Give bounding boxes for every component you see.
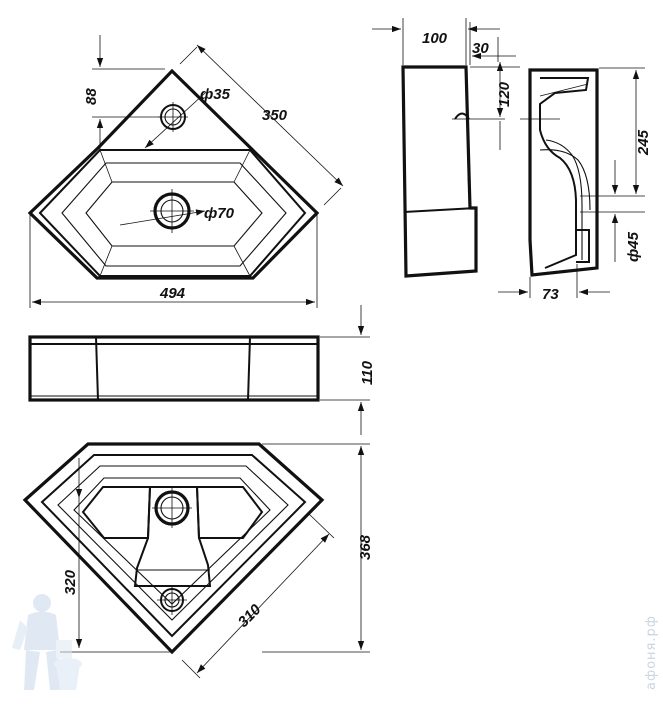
tap-hole xyxy=(158,102,188,132)
dim-100: 100 xyxy=(422,30,448,47)
dim-245: 245 xyxy=(635,129,652,156)
dim-73: 73 xyxy=(542,286,559,303)
drain-hole xyxy=(150,189,194,233)
dim-368: 368 xyxy=(357,534,374,560)
watermark-text: афоня.рф xyxy=(644,615,659,690)
top-bowl-outer xyxy=(38,149,307,277)
side-elevation: 100 30 120 xyxy=(372,18,520,278)
top-bowl-inner xyxy=(61,162,287,267)
dim-310: 310 xyxy=(235,601,265,631)
dim-88: 88 xyxy=(83,88,100,105)
dim-494: 494 xyxy=(159,285,186,302)
top-bowl-floor xyxy=(85,181,263,247)
dim-tap-hole: ф35 xyxy=(200,86,231,103)
dim-120: 120 xyxy=(496,81,513,107)
dim-350: 350 xyxy=(262,107,288,124)
top-outline xyxy=(27,68,320,280)
dim-drain-45: ф45 xyxy=(625,231,642,262)
dim-drain-hole: ф70 xyxy=(204,205,235,222)
dim-110: 110 xyxy=(359,360,376,385)
dim-30: 30 xyxy=(472,40,489,57)
front-view: 110 xyxy=(28,305,376,435)
bottom-tap-hole xyxy=(157,585,187,615)
plumber-mascot-logo xyxy=(12,594,82,690)
bottom-view: 368 320 310 xyxy=(22,442,374,679)
bottom-drain-hole xyxy=(152,488,192,528)
dim-320: 320 xyxy=(62,569,79,595)
top-view: 88 ф35 350 ф70 494 xyxy=(27,35,344,308)
side-section: 245 ф45 73 xyxy=(498,67,652,303)
